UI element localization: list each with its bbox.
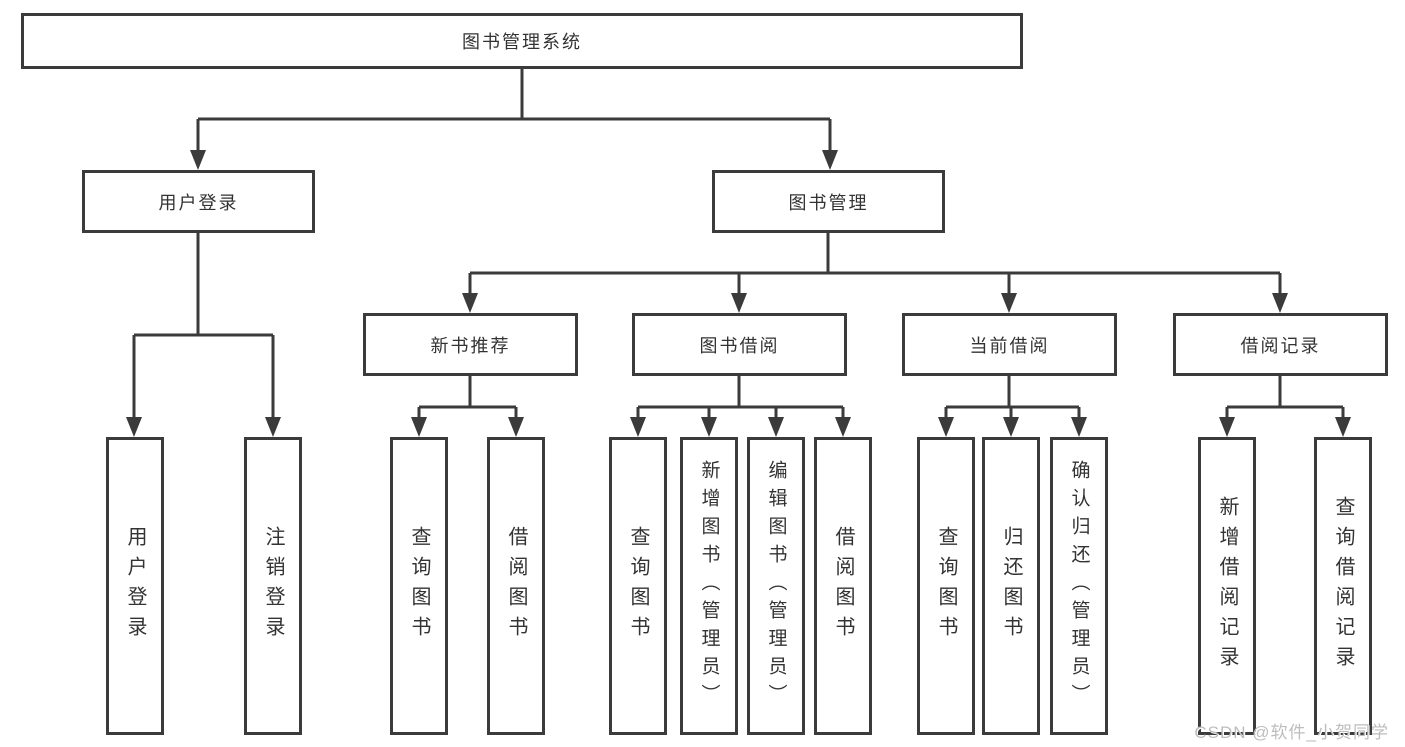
arrowhead — [126, 417, 281, 437]
leaf-borrow-book-label: 借阅图书 — [832, 526, 854, 646]
node-new-book-recommend-label: 新书推荐 — [430, 335, 511, 356]
node-book-borrow: 图书借阅 — [632, 313, 847, 376]
leaf-add-borrow-record: 新增借阅记录 — [1198, 437, 1256, 735]
connector-current-borrow-to-leaves — [938, 376, 1087, 437]
node-book-borrow-label: 图书借阅 — [699, 335, 780, 356]
arrowhead — [411, 417, 524, 437]
leaf-query-book: 查询图书 — [917, 437, 975, 735]
node-borrow-records-label: 借阅记录 — [1240, 335, 1321, 356]
leaf-query-book-label: 查询图书 — [935, 526, 957, 646]
arrowhead — [630, 417, 851, 437]
arrowhead — [190, 150, 838, 170]
node-current-borrow: 当前借阅 — [902, 313, 1117, 376]
node-book-management-label: 图书管理 — [788, 192, 869, 213]
leaf-confirm-return-admin: 确认归还（管理员） — [1050, 437, 1108, 735]
connector-book-management-to-level3 — [462, 233, 1288, 313]
node-current-borrow-label: 当前借阅 — [969, 335, 1050, 356]
arrowhead — [1219, 417, 1351, 437]
connector-root-to-level2 — [190, 69, 838, 170]
leaf-logout-label: 注销登录 — [262, 526, 284, 646]
csdn-watermark: CSDN @软件_小贺同学 — [1194, 723, 1389, 742]
leaf-add-borrow-record-label: 新增借阅记录 — [1216, 496, 1238, 676]
leaf-query-book: 查询图书 — [609, 437, 667, 735]
leaf-query-book: 查询图书 — [390, 437, 448, 735]
leaf-confirm-return-admin-label: 确认归还（管理员） — [1068, 460, 1090, 712]
node-user-login-label: 用户登录 — [158, 192, 239, 213]
leaf-add-book-admin: 新增图书（管理员） — [680, 437, 738, 735]
node-root-label: 图书管理系统 — [462, 32, 582, 52]
connector-borrow-records-to-leaves — [1219, 376, 1351, 437]
leaf-edit-book-admin: 编辑图书（管理员） — [747, 437, 805, 735]
leaf-add-book-admin-label: 新增图书（管理员） — [698, 460, 720, 712]
leaf-borrow-book: 借阅图书 — [814, 437, 872, 735]
node-user-login: 用户登录 — [82, 170, 315, 233]
leaf-borrow-book: 借阅图书 — [487, 437, 545, 735]
connector-book-borrow-to-leaves — [630, 376, 851, 437]
leaf-query-borrow-record: 查询借阅记录 — [1314, 437, 1372, 735]
leaf-edit-book-admin-label: 编辑图书（管理员） — [765, 460, 787, 712]
leaf-return-book: 归还图书 — [982, 437, 1040, 735]
arrowhead — [462, 293, 1288, 313]
leaf-user-login: 用户登录 — [106, 437, 164, 735]
leaf-query-borrow-record-label: 查询借阅记录 — [1332, 496, 1354, 676]
node-new-book-recommend: 新书推荐 — [363, 313, 578, 376]
leaf-query-book-label: 查询图书 — [627, 526, 649, 646]
node-book-management: 图书管理 — [712, 170, 945, 233]
leaf-borrow-book-label: 借阅图书 — [505, 526, 527, 646]
leaf-user-login-label: 用户登录 — [124, 526, 146, 646]
node-root: 图书管理系统 — [21, 13, 1023, 69]
connector-user-login-to-leaves — [126, 233, 281, 437]
leaf-query-book-label: 查询图书 — [408, 526, 430, 646]
leaf-return-book-label: 归还图书 — [1000, 526, 1022, 646]
leaf-logout: 注销登录 — [244, 437, 302, 735]
node-borrow-records: 借阅记录 — [1173, 313, 1388, 376]
arrowhead — [938, 417, 1087, 437]
connector-new-book-recommend-to-leaves — [411, 376, 524, 437]
